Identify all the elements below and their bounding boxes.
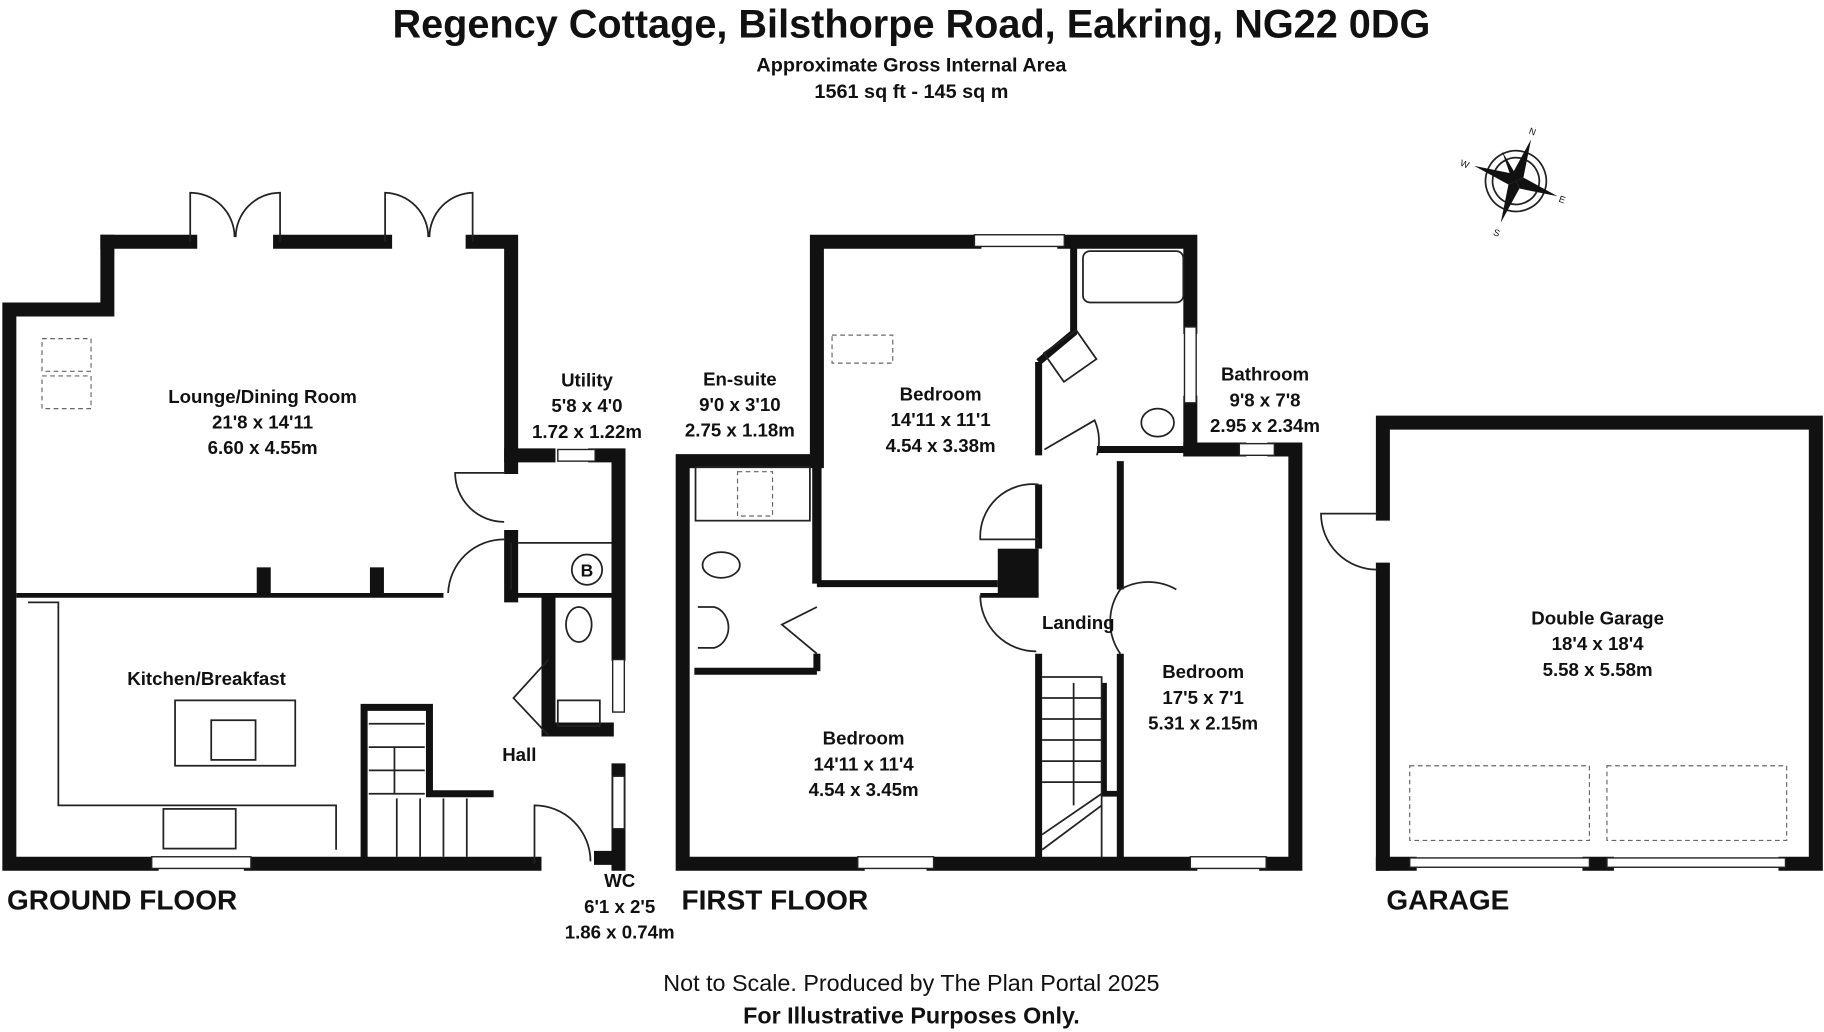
svg-text:WC: WC <box>604 870 635 891</box>
hob-icon <box>210 719 257 761</box>
footer-disclaimer: Not to Scale. Produced by The Plan Porta… <box>663 970 1159 996</box>
area-value: 1561 sq ft - 145 sq m <box>814 81 1008 103</box>
boiler-icon <box>570 553 604 586</box>
svg-text:4.54 x 3.38m: 4.54 x 3.38m <box>886 435 996 456</box>
sink-icon <box>162 808 237 850</box>
compass-n: N <box>1528 126 1538 138</box>
first-floor-label: FIRST FLOOR <box>682 884 869 915</box>
room-en-suite: En-suite 9'0 x 3'10 2.75 x 1.18m <box>685 368 795 440</box>
room-landing: Landing <box>1042 612 1115 633</box>
first-floor-walls <box>675 234 1303 871</box>
garage-label: GARAGE <box>1386 884 1509 915</box>
room-bedroom-1: Bedroom 14'11 x 11'1 4.54 x 3.38m <box>886 383 996 455</box>
room-bathroom: Bathroom 9'8 x 7'8 2.95 x 2.34m <box>1210 364 1320 436</box>
room-bedroom-2: Bedroom 17'5 x 7'1 5.31 x 2.15m <box>1148 661 1258 733</box>
room-lounge-dining: Lounge/Dining Room 21'8 x 14'11 6.60 x 4… <box>168 386 357 458</box>
compass-s: S <box>1492 227 1501 239</box>
room-utility: Utility 5'8 x 4'0 1.72 x 1.22m <box>532 369 642 441</box>
ground-floor-label: GROUND FLOOR <box>7 884 237 915</box>
basin-icon <box>1042 329 1098 384</box>
svg-text:14'11 x 11'1: 14'11 x 11'1 <box>890 409 990 430</box>
property-title: Regency Cottage, Bilsthorpe Road, Eakrin… <box>392 3 1430 47</box>
svg-text:18'4 x 18'4: 18'4 x 18'4 <box>1552 633 1644 654</box>
svg-text:9'0 x 3'10: 9'0 x 3'10 <box>699 394 781 415</box>
area-label: Approximate Gross Internal Area <box>756 54 1067 76</box>
svg-text:1.86 x 0.74m: 1.86 x 0.74m <box>565 921 675 942</box>
bath-icon <box>1082 250 1185 304</box>
garage-walls <box>1320 415 1823 871</box>
svg-text:Bedroom: Bedroom <box>1162 661 1244 682</box>
svg-text:En-suite: En-suite <box>703 368 777 389</box>
svg-text:Bedroom: Bedroom <box>823 728 905 749</box>
compass-e: E <box>1557 194 1566 206</box>
room-kitchen-breakfast: Kitchen/Breakfast <box>127 668 286 689</box>
svg-text:2.75 x 1.18m: 2.75 x 1.18m <box>685 420 795 441</box>
compass-rose-icon: N E S W <box>1459 126 1567 239</box>
room-wc: WC 6'1 x 2'5 1.86 x 0.74m <box>565 870 675 942</box>
compass-w: W <box>1459 158 1471 170</box>
svg-text:Bathroom: Bathroom <box>1221 364 1309 385</box>
basin-icon <box>697 606 730 649</box>
svg-text:Bedroom: Bedroom <box>900 383 982 404</box>
stairs <box>360 703 494 862</box>
svg-text:4.54 x 3.45m: 4.54 x 3.45m <box>809 779 919 800</box>
svg-text:17'5 x 7'1: 17'5 x 7'1 <box>1162 687 1244 708</box>
svg-text:14'11 x 11'4: 14'11 x 11'4 <box>813 753 914 774</box>
svg-text:6.60 x 4.55m: 6.60 x 4.55m <box>208 437 318 458</box>
ground-floor-walls: B <box>2 191 626 871</box>
svg-text:Utility: Utility <box>561 369 613 390</box>
svg-text:1.72 x 1.22m: 1.72 x 1.22m <box>532 421 642 442</box>
svg-text:6'1 x 2'5: 6'1 x 2'5 <box>584 896 655 917</box>
room-hall: Hall <box>502 744 536 765</box>
svg-text:21'8 x 14'11: 21'8 x 14'11 <box>212 411 313 432</box>
toilet-icon <box>1140 407 1175 438</box>
svg-text:9'8 x 7'8: 9'8 x 7'8 <box>1229 389 1300 410</box>
basin-icon <box>556 699 601 727</box>
svg-text:5.31 x 2.15m: 5.31 x 2.15m <box>1148 713 1258 734</box>
shower-icon <box>694 466 811 522</box>
room-bedroom-3: Bedroom 14'11 x 11'4 4.54 x 3.45m <box>809 728 919 800</box>
svg-text:5.58 x 5.58m: 5.58 x 5.58m <box>1543 659 1653 680</box>
svg-text:Double Garage: Double Garage <box>1531 608 1664 629</box>
svg-text:2.95 x 2.34m: 2.95 x 2.34m <box>1210 415 1320 436</box>
room-double-garage: Double Garage 18'4 x 18'4 5.58 x 5.58m <box>1531 608 1664 680</box>
toilet-icon <box>565 606 593 643</box>
svg-text:5'8 x 4'0: 5'8 x 4'0 <box>551 395 622 416</box>
boiler-label: B <box>581 561 594 581</box>
toilet-icon <box>701 551 741 579</box>
footer-illustrative: For Illustrative Purposes Only. <box>743 1003 1080 1029</box>
stairs <box>1041 676 1121 858</box>
svg-text:Lounge/Dining Room: Lounge/Dining Room <box>168 386 357 407</box>
